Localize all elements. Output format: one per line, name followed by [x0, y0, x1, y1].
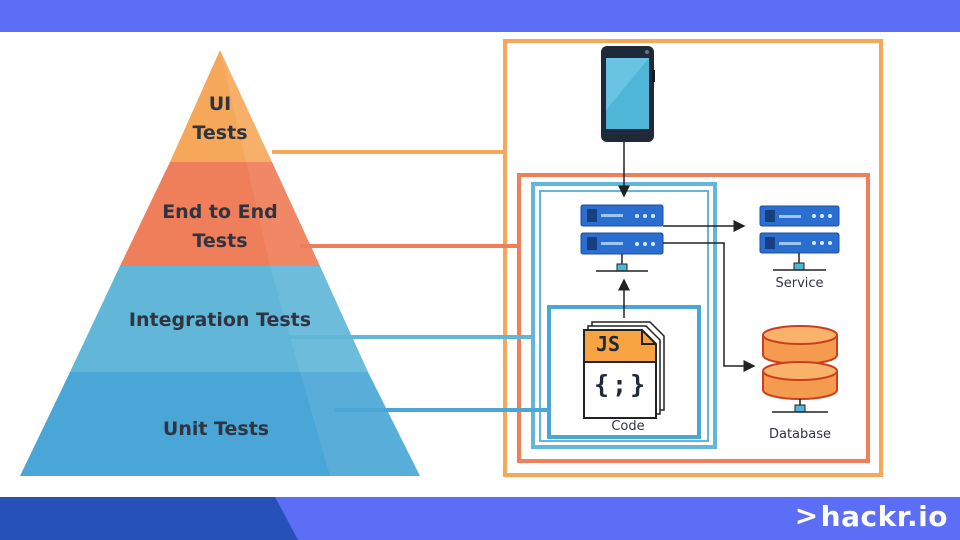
- e2e-scope-box: [517, 173, 870, 463]
- service-label: Service: [775, 276, 824, 291]
- pyramid-layer-ui: [170, 50, 272, 162]
- server-icon: [580, 204, 664, 272]
- e2e-tests-line1: End to End: [162, 201, 278, 223]
- integration-tests-label: Integration Tests: [128, 309, 312, 331]
- ui-scope-box: [503, 39, 883, 477]
- logo-text: hackr.io: [820, 500, 948, 533]
- unit-tests-label: Unit Tests: [162, 418, 270, 440]
- code-file-icon: [583, 321, 665, 419]
- phone-icon: [601, 46, 655, 142]
- server-to-database-arrow: [663, 242, 756, 372]
- pyramid-layer-e2e: [120, 162, 320, 266]
- ui-tests-line2: Tests: [192, 122, 248, 144]
- top-banner: [0, 0, 960, 32]
- ui-tests-label: UI Tests: [160, 90, 280, 148]
- pyramid: [20, 50, 420, 476]
- js-badge: JS: [596, 332, 621, 356]
- database-icon: [762, 325, 838, 413]
- hackr-logo: >hackr.io: [794, 499, 948, 533]
- logo-caret: >: [794, 499, 819, 532]
- database-label: Database: [768, 427, 832, 442]
- ui-tests-line1: UI: [208, 93, 232, 115]
- bottom-banner-accent: [0, 497, 298, 540]
- pyramid-layer-unit: [20, 372, 420, 476]
- code-symbol: {;}: [594, 370, 649, 399]
- code-label: Code: [611, 419, 645, 434]
- e2e-tests-line2: Tests: [192, 230, 248, 252]
- pyramid-layer-integration: [70, 266, 368, 372]
- e2e-tests-label: End to End Tests: [140, 198, 300, 256]
- service-server-icon: [759, 205, 840, 271]
